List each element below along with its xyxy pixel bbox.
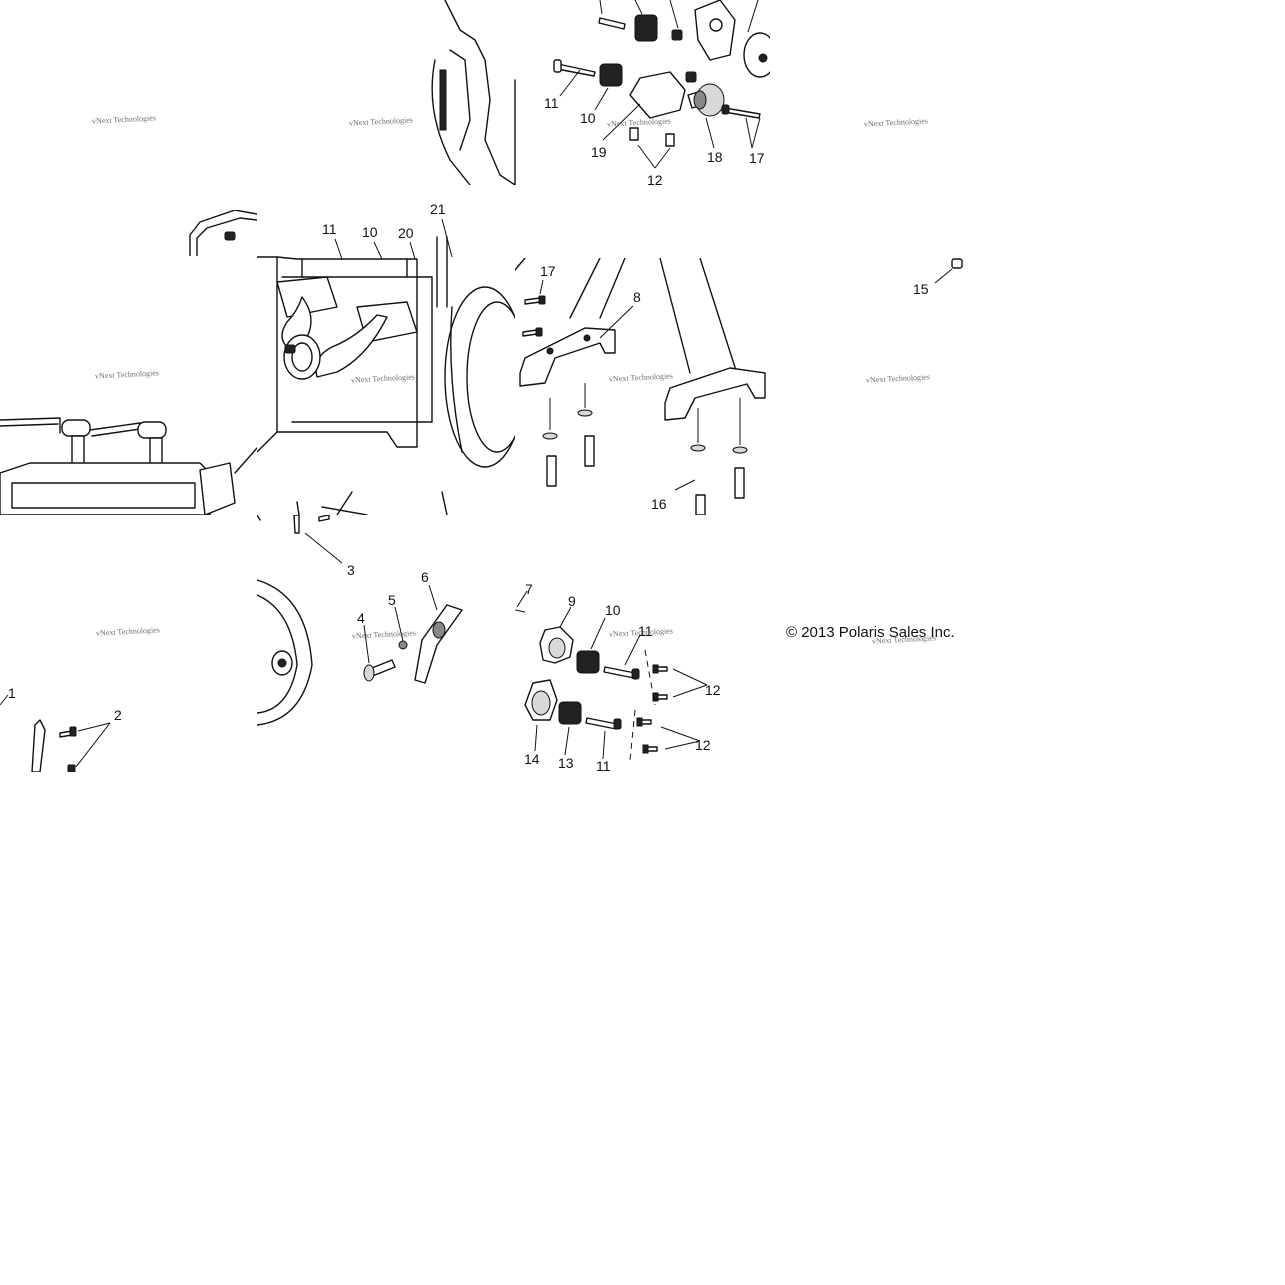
callout-12: 12: [647, 172, 663, 185]
callout-20: 20: [398, 225, 414, 241]
callout-11: 11: [544, 95, 559, 111]
watermark: vNext Technologies: [348, 115, 414, 128]
callout-17: 17: [749, 150, 765, 166]
copyright-notice: © 2013 Polaris Sales Inc.: [786, 624, 955, 641]
callout-9: 9: [568, 593, 576, 609]
callout-19: 19: [591, 144, 607, 160]
callout-4: 4: [357, 610, 365, 626]
radiator-drawing: [0, 417, 257, 515]
callout-10: 10: [362, 224, 378, 240]
callout-11: 11: [638, 623, 653, 639]
callout-21: 21: [430, 201, 446, 217]
tile-bracket-center: 3 4 5 6 vNext Technologies: [257, 515, 515, 772]
callout-10: 10: [605, 602, 621, 618]
exhaust-manifold-drawing: [257, 218, 515, 515]
callout-2: 2: [114, 707, 122, 723]
callout-11: 11: [322, 221, 337, 237]
callout-12: 12: [705, 682, 721, 698]
callout-18: 18: [707, 149, 723, 165]
tile-top-engine-mount: 11 10 19 12 18 17 vNext Technologies: [430, 0, 770, 185]
callout-3: 3: [347, 562, 355, 578]
tile-bracket-left: 1 2 vNext Technologies: [0, 515, 257, 772]
callout-17: 17: [540, 263, 556, 279]
tile-housing-corner: [185, 210, 257, 256]
tile-hardware-right: 7 9 10 11 12 12 14 13 11 vNext Technolog…: [515, 515, 770, 772]
hardware-right-drawing: [515, 590, 708, 761]
callout-8: 8: [633, 289, 641, 305]
callout-15-leader: [934, 258, 963, 284]
watermark: vNext Technologies: [863, 116, 929, 129]
watermark: vNext Technologies: [865, 372, 931, 385]
callout-15: 15: [913, 281, 929, 297]
watermark: vNext Technologies: [91, 113, 157, 126]
callout-11: 11: [596, 758, 611, 772]
tile-radiator: vNext Technologies: [0, 258, 257, 515]
callout-12: 12: [695, 737, 711, 753]
tile-mount-brackets: 17 8 16 vNext Technologies: [515, 258, 770, 515]
callout-7: 7: [525, 581, 533, 597]
tile-exhaust-manifold: 11 10 20 21 vNext Technologies: [257, 197, 515, 515]
callout-10: 10: [580, 110, 596, 126]
watermark: vNext Technologies: [871, 633, 937, 646]
housing-corner-drawing: [189, 210, 257, 256]
callout-16: 16: [651, 496, 667, 512]
callout-5: 5: [388, 592, 396, 608]
callout-6: 6: [421, 569, 429, 585]
engine-mount-top-drawing: [431, 0, 770, 185]
bracket-center-drawing: [257, 515, 463, 726]
bracket-left-drawing: [0, 694, 111, 772]
callout-13: 13: [558, 755, 574, 771]
callout-1: 1: [8, 685, 16, 701]
callout-14: 14: [524, 751, 540, 767]
mount-brackets-drawing: [515, 258, 766, 515]
